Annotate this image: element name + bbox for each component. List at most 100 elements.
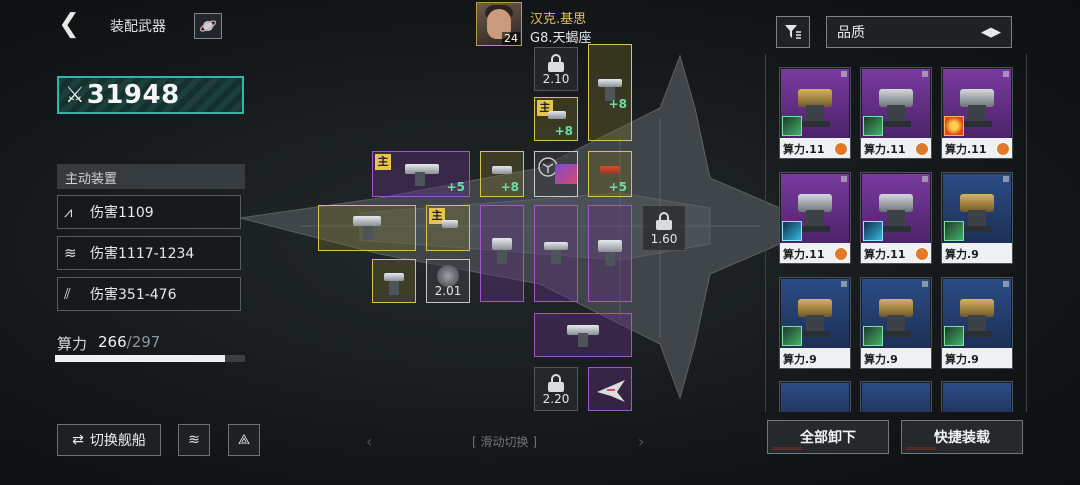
card-corner-mark	[922, 281, 928, 287]
swipe-right-arrow[interactable]: ›	[638, 432, 645, 451]
weapon-slot-main[interactable]: 主 +8	[534, 97, 578, 141]
chevron-left-icon: ❮	[58, 9, 80, 39]
core-device-icon	[555, 164, 577, 184]
fighter-icon	[597, 380, 625, 402]
core-slot[interactable]	[534, 151, 578, 197]
weapon-icon	[954, 190, 1000, 232]
card-corner-mark	[1003, 71, 1009, 77]
sort-toggle-icon: ◀▶	[981, 24, 1001, 40]
bonus-label: +8	[554, 124, 573, 138]
weapon-slot[interactable]	[534, 313, 632, 357]
weapon-slot[interactable]: +8	[588, 44, 632, 141]
stat-row[interactable]: ≋ 伤害1117-1234	[57, 236, 241, 270]
player-rank: G8.天蝎座	[530, 31, 592, 46]
weapon-icon	[954, 295, 1000, 337]
unlock-cost: 2.20	[542, 392, 570, 406]
lock-icon	[548, 374, 564, 392]
planet-button[interactable]	[194, 13, 222, 39]
locked-slot[interactable]: 1.60	[642, 205, 686, 251]
swipe-left-arrow[interactable]: ‹	[366, 432, 373, 451]
inventory-card[interactable]: 算力.9	[941, 277, 1013, 369]
card-caption: 算力.11	[861, 138, 931, 158]
filter-button[interactable]	[776, 16, 810, 48]
card-caption: 算力.9	[942, 243, 1012, 263]
locked-slot[interactable]: 2.10	[534, 47, 578, 91]
inventory-card[interactable]: 算力.9	[860, 277, 932, 369]
core-device-icon	[437, 265, 459, 287]
filter-icon	[785, 25, 801, 39]
emblem-icon: ⟁	[237, 432, 251, 448]
weapon-slot[interactable]	[534, 205, 578, 302]
stat-text: 伤害351-476	[90, 287, 177, 303]
swipe-hint-text: 滑动切换	[480, 435, 529, 449]
weapon-slot[interactable]	[588, 205, 632, 302]
bonus-label: +5	[446, 180, 465, 194]
inventory-card[interactable]: 算力.11	[779, 67, 851, 159]
switch-ship-button[interactable]: ⇄ 切换舰船	[57, 424, 161, 456]
back-button[interactable]: ❮	[56, 9, 82, 39]
stat-row[interactable]: ⩘ 伤害1109	[57, 195, 241, 229]
compute-max: /297	[126, 333, 161, 351]
streak-icon: ⩘	[64, 203, 73, 221]
card-corner-mark	[841, 71, 847, 77]
inventory-card-partial[interactable]	[779, 381, 851, 412]
card-caption: 算力.11	[861, 243, 931, 263]
gear-badge-icon	[834, 142, 848, 156]
gear-badge-icon	[915, 247, 929, 261]
weapon-icon	[954, 85, 1000, 127]
inventory-card-partial[interactable]	[860, 381, 932, 412]
element-icon	[944, 116, 964, 136]
weapon-slot[interactable]	[372, 259, 416, 303]
compute-bar-fill	[55, 355, 226, 362]
player-level: 24	[502, 32, 520, 45]
element-icon	[782, 116, 802, 136]
weapon-slot-main[interactable]: 主 +5	[372, 151, 470, 197]
main-weapon-tag: 主	[429, 208, 445, 224]
inventory-card[interactable]: 算力.9	[779, 277, 851, 369]
element-icon	[863, 221, 883, 241]
card-corner-mark	[922, 176, 928, 182]
inventory-card[interactable]: 算力.11	[860, 172, 932, 264]
inventory-card[interactable]: 算力.11	[860, 67, 932, 159]
bonus-label: +8	[608, 97, 627, 111]
player-name: 汉克.基思	[530, 12, 587, 27]
element-icon	[782, 221, 802, 241]
bonus-label: +8	[500, 180, 519, 194]
ship-silhouette	[240, 54, 800, 400]
radar-button[interactable]: ≋	[178, 424, 210, 456]
combat-power-value: 31948	[86, 80, 180, 110]
weapon-icon	[792, 190, 838, 232]
weapon-slot[interactable]	[318, 205, 416, 251]
weapon-slot[interactable]	[480, 205, 524, 302]
weapon-icon	[792, 295, 838, 337]
locked-slot[interactable]: 2.01	[426, 259, 470, 303]
weapon-slot[interactable]: +8	[480, 151, 524, 197]
weapon-slot[interactable]: +5	[588, 151, 632, 197]
inventory-card[interactable]: 算力.11	[941, 67, 1013, 159]
quick-equip-button[interactable]: 快捷装载	[901, 420, 1023, 454]
sort-dropdown[interactable]: 品质 ◀▶	[826, 16, 1012, 48]
quick-equip-label: 快捷装载	[934, 430, 990, 446]
inventory-card-partial[interactable]	[941, 381, 1013, 412]
inventory-card[interactable]: 算力.9	[941, 172, 1013, 264]
avatar[interactable]: 24	[476, 2, 522, 46]
weapon-icon	[873, 190, 919, 232]
locked-slot[interactable]: 2.20	[534, 367, 578, 411]
card-corner-mark	[1003, 176, 1009, 182]
compute-current: 266	[98, 333, 127, 351]
unload-all-button[interactable]: 全部卸下	[767, 420, 889, 454]
stat-text: 伤害1109	[90, 205, 154, 221]
stat-row[interactable]: ⫽ 伤害351-476	[57, 277, 241, 311]
gear-badge-icon	[834, 247, 848, 261]
stat-text: 伤害1117-1234	[90, 246, 195, 262]
unlock-cost: 1.60	[650, 232, 678, 246]
inventory-card[interactable]: 算力.11	[779, 172, 851, 264]
switch-ship-label: 切换舰船	[89, 433, 146, 449]
weapon-icon	[873, 295, 919, 337]
weapon-slot-main[interactable]: 主	[426, 205, 470, 251]
weapon-slot[interactable]	[588, 367, 632, 411]
card-caption: 算力.9	[780, 348, 850, 368]
lock-icon	[548, 54, 564, 72]
emblem-button[interactable]: ⟁	[228, 424, 260, 456]
